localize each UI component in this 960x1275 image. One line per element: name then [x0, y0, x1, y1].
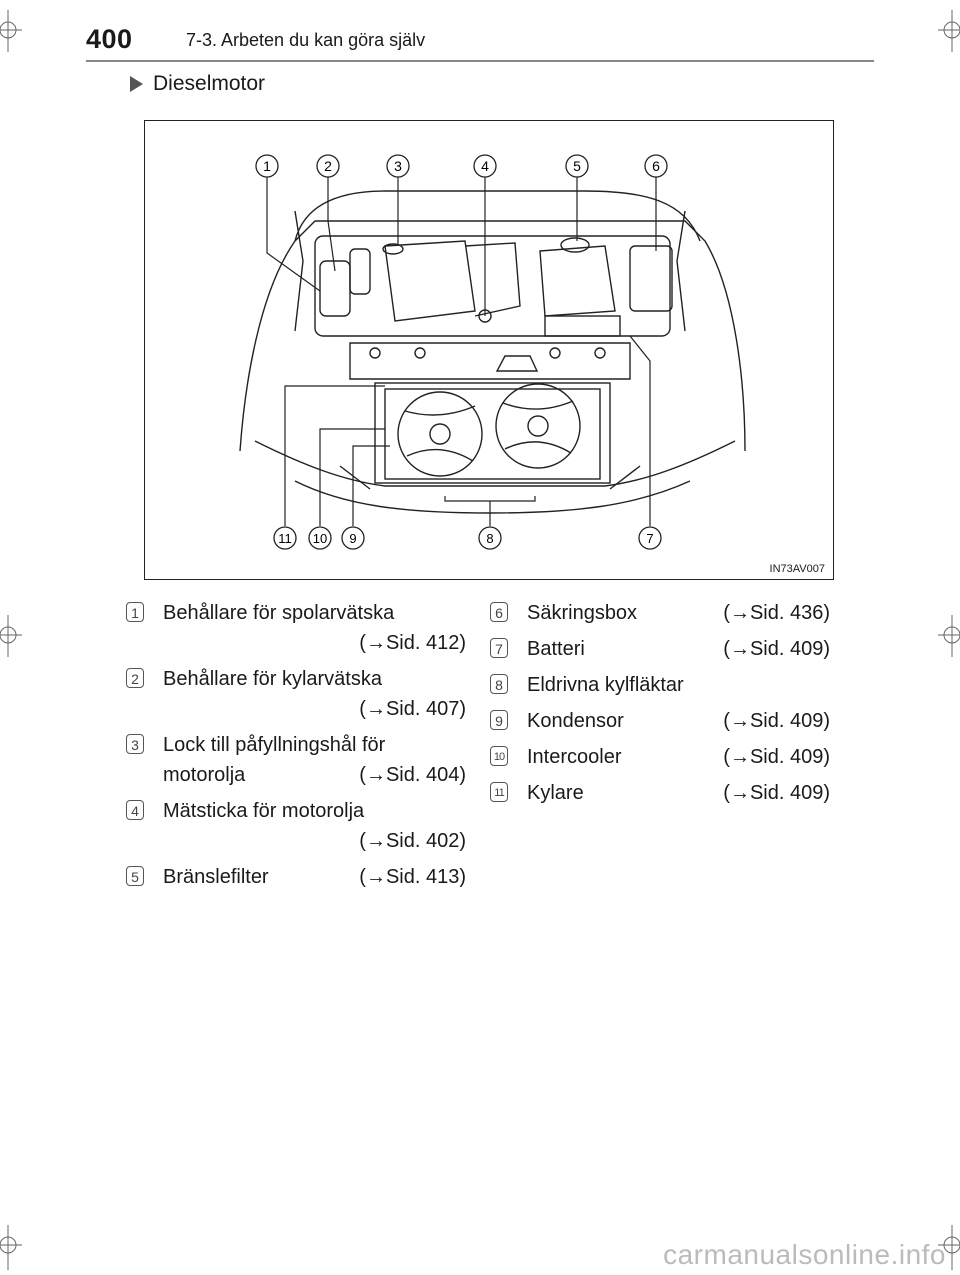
legend-right-column: 6 Säkringsbox (→Sid. 436) 7 Batteri (→Si…	[490, 598, 830, 814]
watermark: carmanualsonline.info	[663, 1239, 946, 1270]
legend-item-1: 1 Behållare för spolarvätska (→Sid. 412)	[126, 598, 466, 658]
figure-callout-3: 3	[394, 158, 402, 174]
legend-item-3: 3 Lock till påfyllningshål för motorolja…	[126, 730, 466, 790]
item-label: Eldrivna kylfläktar	[527, 674, 684, 696]
page-number: 400	[86, 24, 133, 54]
item-number-badge: 6	[490, 602, 508, 622]
item-label: Kylare	[527, 782, 584, 804]
item-label: Lock till påfyllningshål för	[163, 734, 386, 756]
page-reference: (→Sid. 409)	[723, 710, 830, 732]
page-reference: (→Sid. 412)	[359, 632, 466, 654]
page-reference: (→Sid. 407)	[359, 698, 466, 720]
page-reference: (→Sid. 409)	[723, 782, 830, 804]
engine-bay-illustration: 1 2 3 4 5 6 11 10 9 8 7 IN73AV007	[144, 120, 834, 580]
item-label: Behållare för spolarvätska	[163, 602, 395, 624]
engine-bay-drawing: 1 2 3 4 5 6 11 10 9 8 7	[239, 154, 746, 550]
item-number-badge: 3	[126, 734, 144, 754]
figure-callout-2: 2	[324, 158, 332, 174]
figure-callout-4: 4	[481, 158, 489, 174]
page-reference: (→Sid. 409)	[723, 746, 830, 768]
figure-code: IN73AV007	[769, 563, 825, 575]
item-label: Mätsticka för motorolja	[163, 800, 365, 822]
page-reference: (→Sid. 404)	[359, 764, 466, 786]
item-label: Intercooler	[527, 746, 622, 768]
item-label: Batteri	[527, 638, 585, 660]
legend-item-6: 6 Säkringsbox (→Sid. 436)	[490, 598, 830, 628]
item-number-badge: 5	[126, 866, 144, 886]
item-number-badge: 1	[126, 602, 144, 622]
figure-callout-10: 10	[313, 531, 327, 546]
legend-item-5: 5 Bränslefilter (→Sid. 413)	[126, 862, 466, 892]
item-number-badge: 4	[126, 800, 144, 820]
item-number-badge: 2	[126, 668, 144, 688]
subheading: Dieselmotor	[130, 72, 265, 96]
section-title: 7-3. Arbeten du kan göra själv	[186, 30, 426, 50]
header-divider	[86, 60, 874, 62]
legend-item-7: 7 Batteri (→Sid. 409)	[490, 634, 830, 664]
figure-callout-7: 7	[646, 531, 653, 546]
figure-callout-11: 11	[278, 531, 292, 546]
item-label: Bränslefilter	[163, 866, 269, 888]
item-number-badge: 9	[490, 710, 508, 730]
legend-item-4: 4 Mätsticka för motorolja (→Sid. 402)	[126, 796, 466, 856]
legend-item-8: 8 Eldrivna kylfläktar	[490, 670, 830, 700]
page-reference: (→Sid. 409)	[723, 638, 830, 660]
page-reference: (→Sid. 413)	[359, 866, 466, 888]
figure-callout-1: 1	[263, 158, 271, 174]
figure-callout-5: 5	[573, 158, 581, 174]
figure-callout-9: 9	[349, 531, 356, 546]
item-label-continued: motorolja	[163, 764, 246, 786]
legend-item-11: 11 Kylare (→Sid. 409)	[490, 778, 830, 808]
triangle-bullet-icon	[130, 76, 143, 92]
figure-callout-8: 8	[486, 531, 493, 546]
item-label: Kondensor	[527, 710, 624, 732]
page-reference: (→Sid. 436)	[723, 602, 830, 624]
item-number-badge: 8	[490, 674, 508, 694]
subheading-text: Dieselmotor	[153, 72, 266, 95]
legend-item-9: 9 Kondensor (→Sid. 409)	[490, 706, 830, 736]
item-number-badge: 10	[490, 746, 508, 766]
item-number-badge: 7	[490, 638, 508, 658]
item-label: Säkringsbox	[527, 602, 638, 624]
page-reference: (→Sid. 402)	[359, 830, 466, 852]
legend-left-column: 1 Behållare för spolarvätska (→Sid. 412)…	[126, 598, 466, 898]
figure-callout-6: 6	[652, 158, 660, 174]
legend-item-10: 10 Intercooler (→Sid. 409)	[490, 742, 830, 772]
legend-item-2: 2 Behållare för kylarvätska (→Sid. 407)	[126, 664, 466, 724]
item-label: Behållare för kylarvätska	[163, 668, 382, 690]
item-number-badge: 11	[490, 782, 508, 802]
